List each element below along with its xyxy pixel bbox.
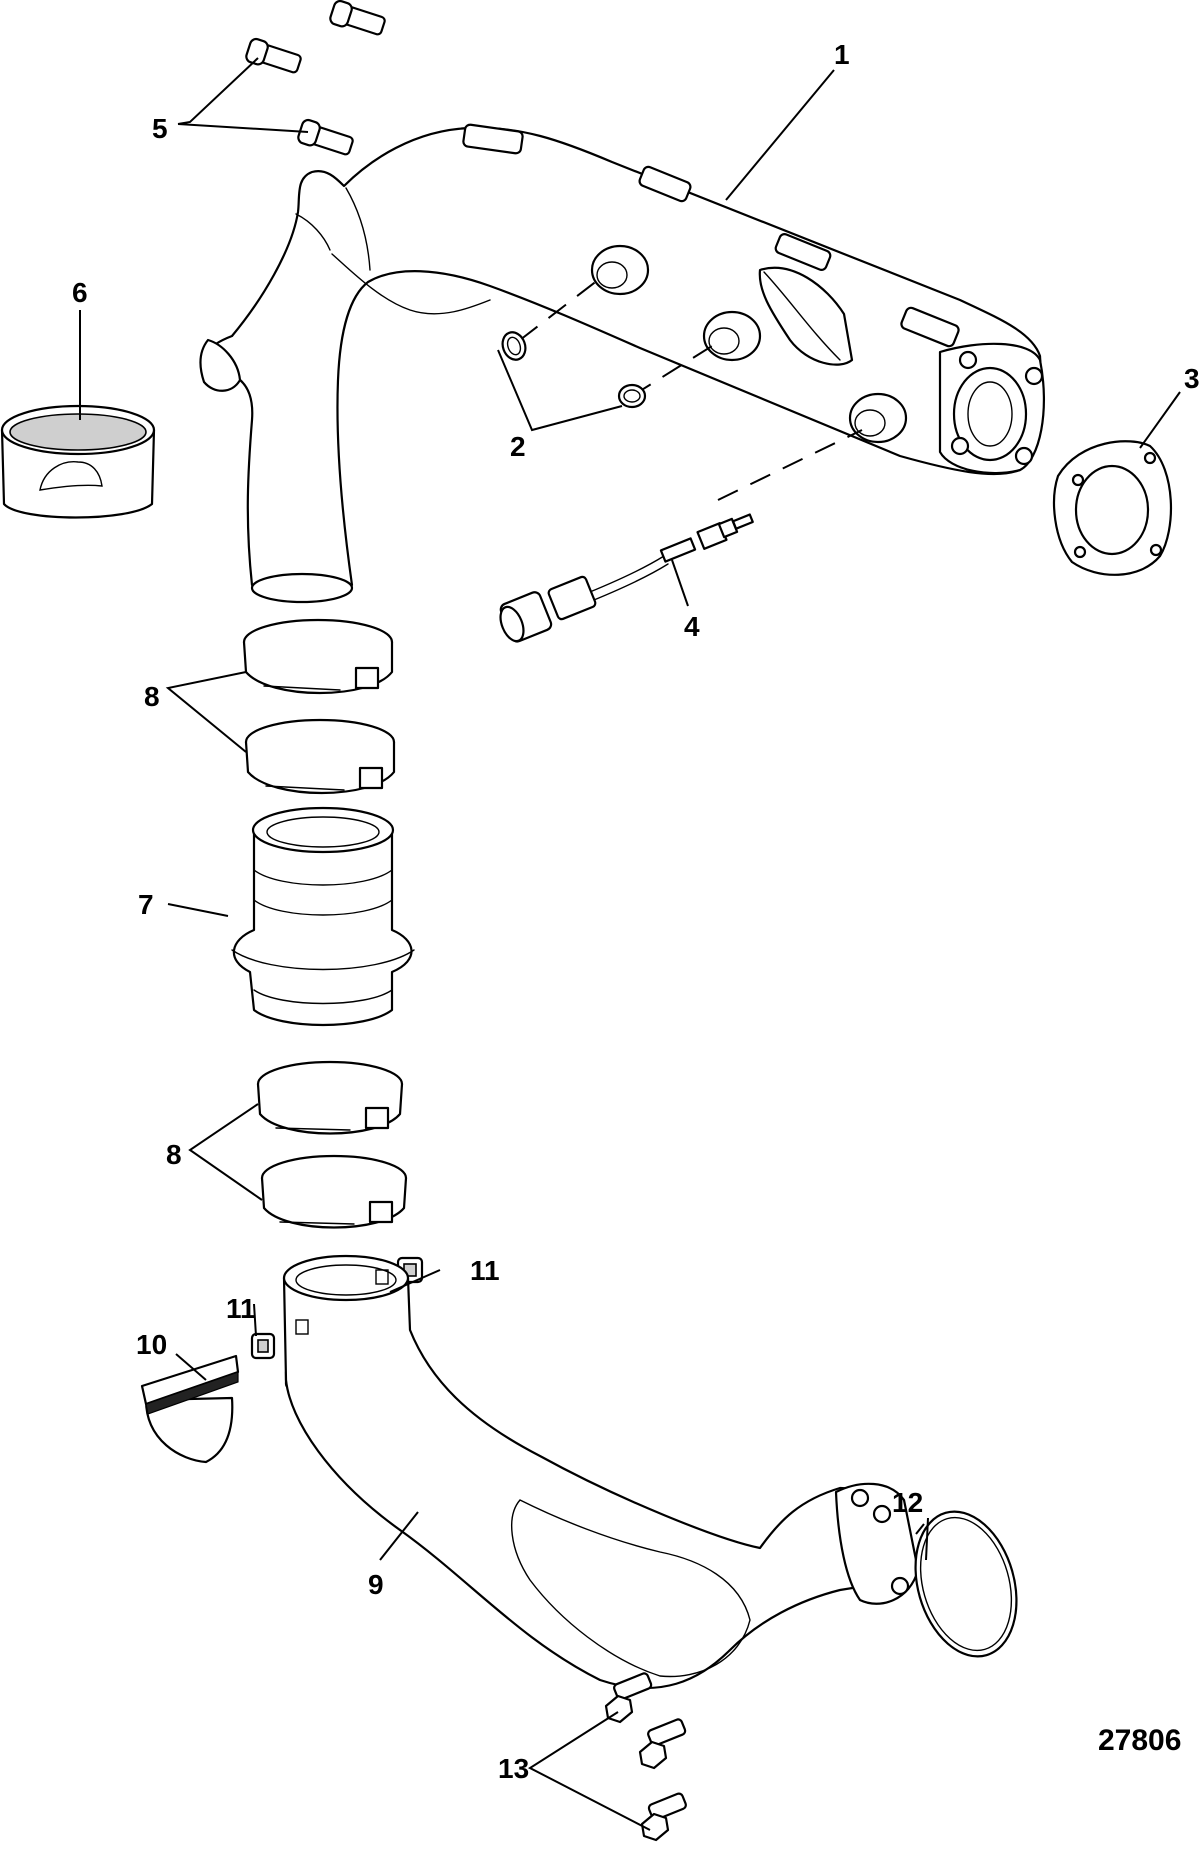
callout-8-upper: 8 xyxy=(144,681,160,712)
callout-1: 1 xyxy=(834,39,850,70)
o-ring-part-12 xyxy=(914,1510,1018,1658)
exhaust-pipe-part-9 xyxy=(282,1254,920,1690)
callout-12: 12 xyxy=(892,1487,923,1518)
callout-2: 2 xyxy=(510,431,526,462)
exhaust-elbow-part-1 xyxy=(199,123,1046,604)
callout-numbers: 1 2 3 4 5 6 7 8 8 9 10 11 11 12 13 27806 xyxy=(72,39,1200,1784)
exhaust-bellows-part-7 xyxy=(231,806,415,1027)
callout-6: 6 xyxy=(72,277,88,308)
callout-9: 9 xyxy=(368,1569,384,1600)
o-ring-part-2 xyxy=(501,331,647,409)
bolt-part-5 xyxy=(245,0,386,156)
figure-number: 27806 xyxy=(1098,1724,1181,1757)
flapper-valve-part-10 xyxy=(140,1354,240,1464)
temperature-sensor-part-4 xyxy=(499,513,754,643)
hose-clamp-part-8-lower xyxy=(256,1060,408,1229)
callout-8-lower: 8 xyxy=(166,1139,182,1170)
callout-3: 3 xyxy=(1184,363,1200,394)
callout-11-right: 11 xyxy=(470,1255,500,1286)
callout-11-left: 11 xyxy=(226,1293,256,1324)
hose-clamp-part-8-upper xyxy=(242,618,396,795)
callout-10: 10 xyxy=(136,1329,167,1360)
callout-7: 7 xyxy=(138,889,154,920)
alignment-lines xyxy=(519,279,863,501)
sleeve-part-6 xyxy=(0,404,156,519)
bolt-part-13 xyxy=(604,1672,687,1842)
callout-4: 4 xyxy=(684,611,700,642)
callout-13: 13 xyxy=(498,1753,529,1784)
gasket-part-3 xyxy=(1052,440,1173,576)
callout-5: 5 xyxy=(152,113,168,144)
leader-lines xyxy=(79,57,1181,1831)
